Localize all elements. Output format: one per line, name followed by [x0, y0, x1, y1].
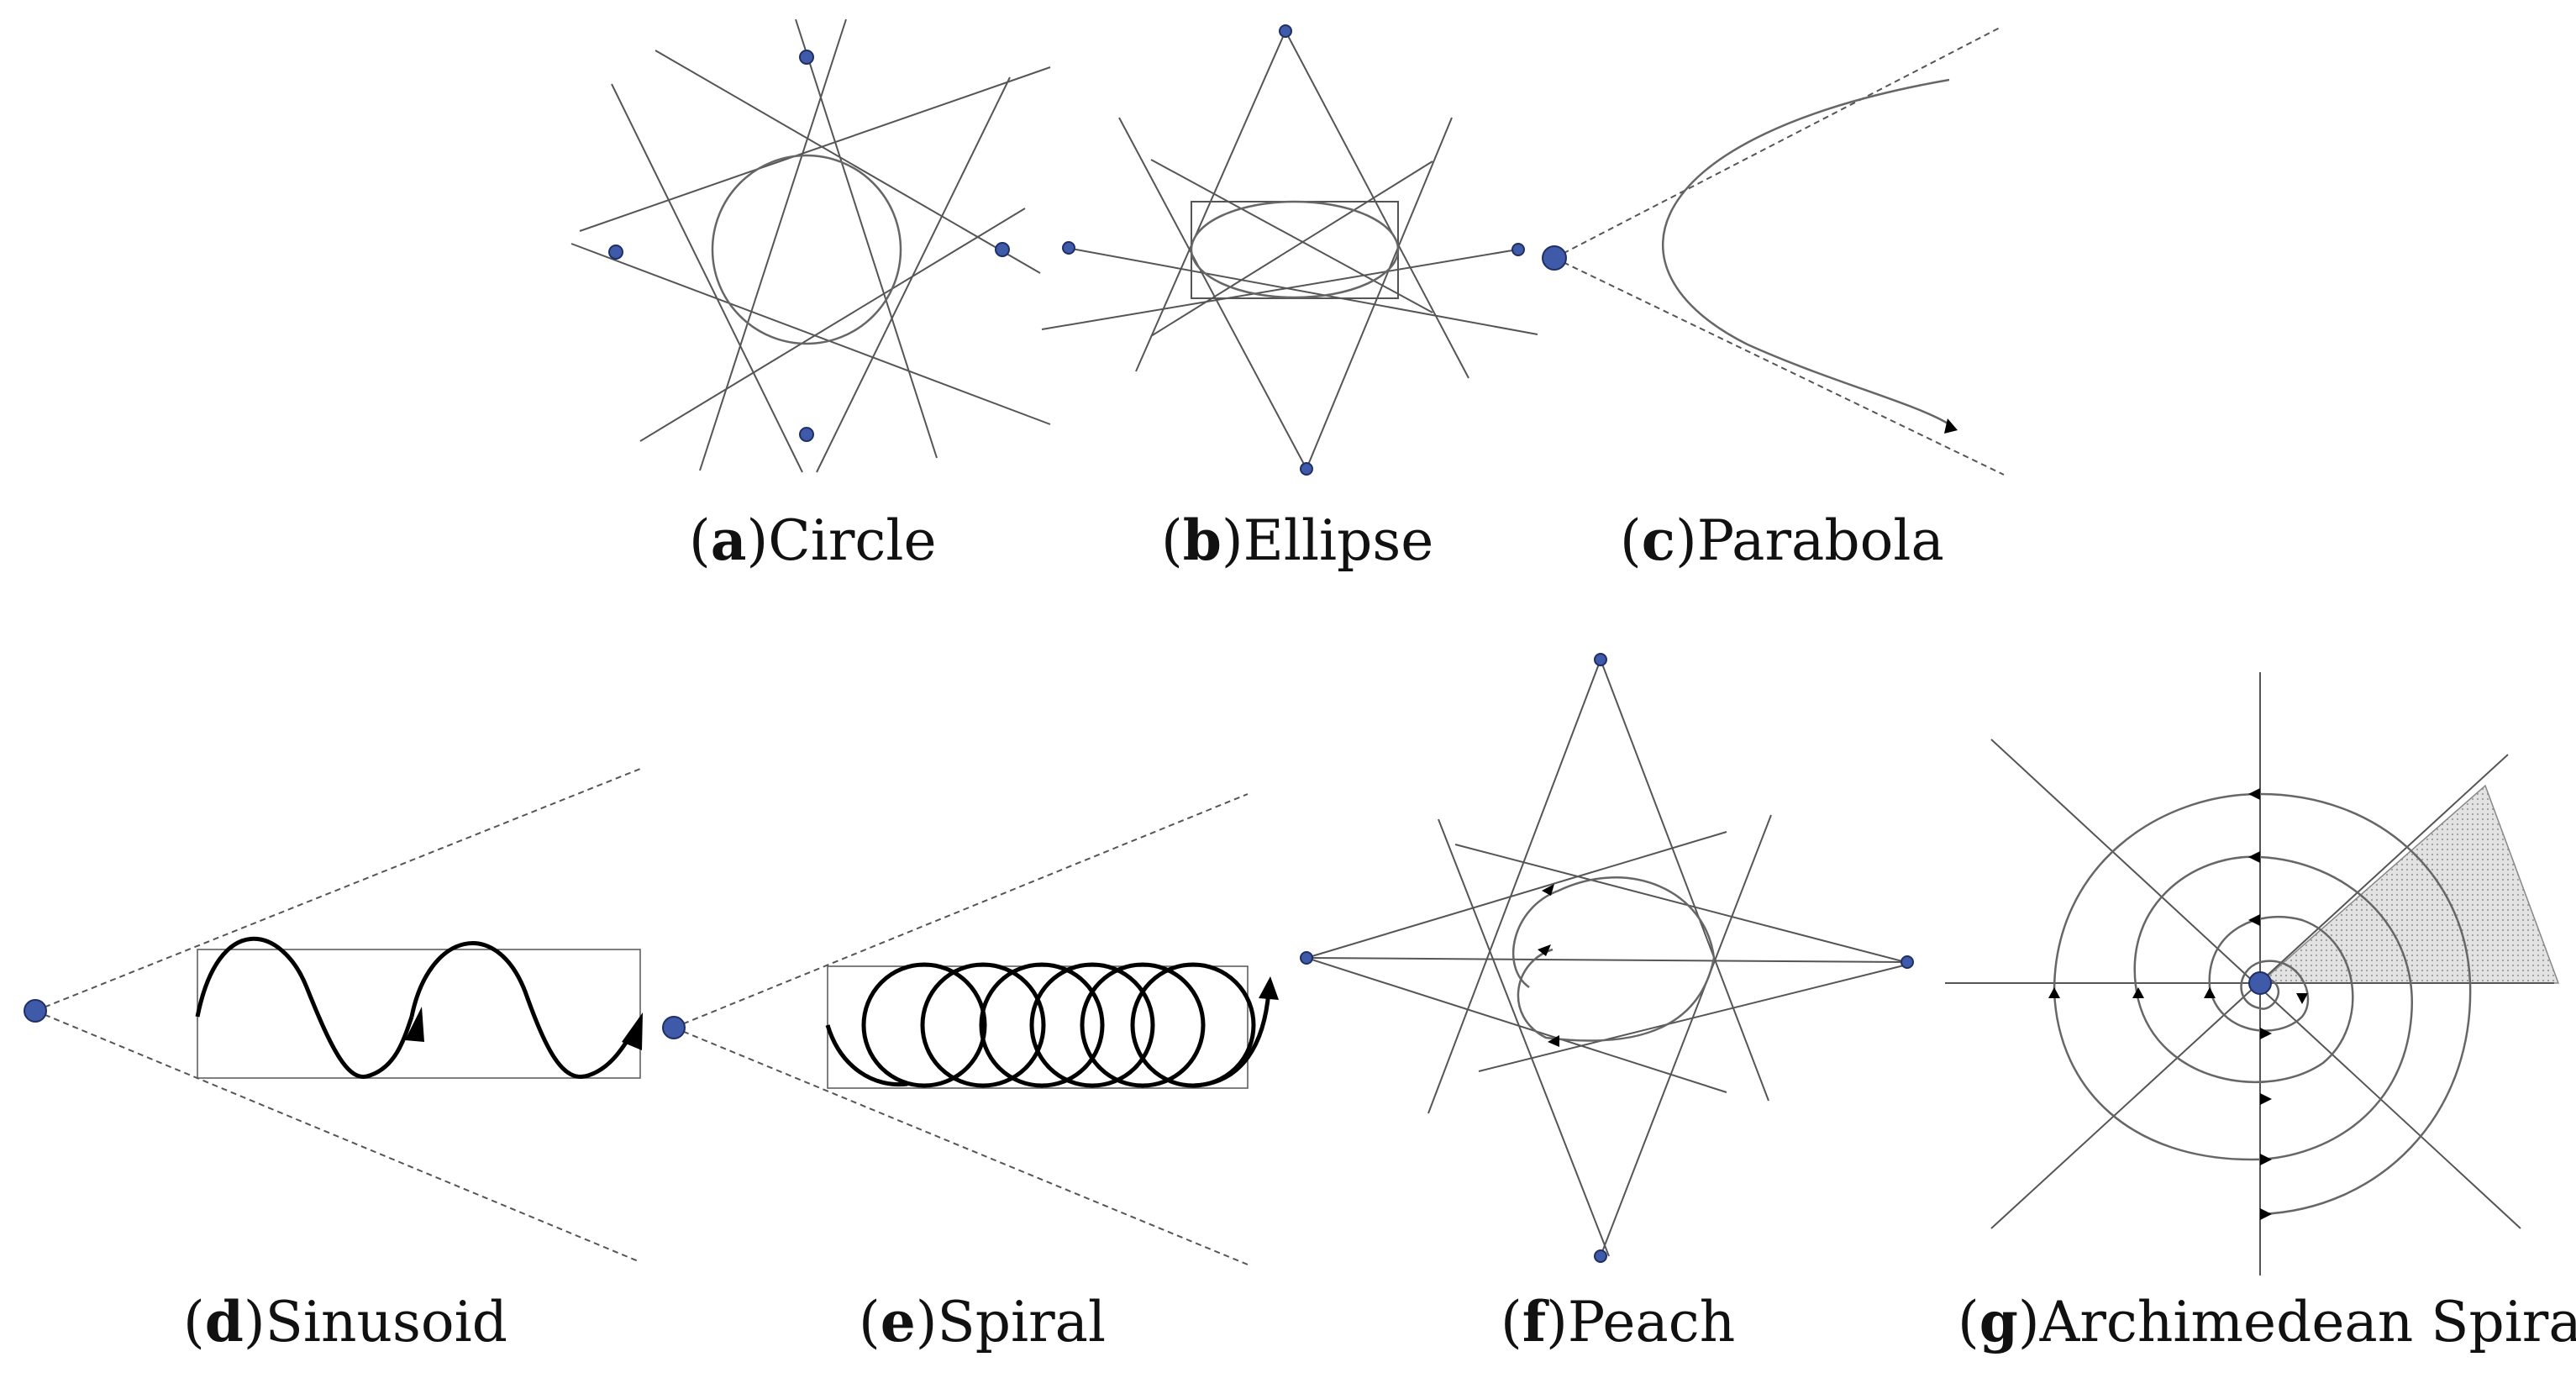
archimedean-arrow-icons: [2048, 788, 2308, 1220]
archimedean-shaded-sector: [2258, 784, 2560, 984]
caption-c: (c)Parabola: [1620, 508, 1944, 573]
sinusoid-arrow-icon-2: [622, 1012, 643, 1050]
spiral-node: [662, 1016, 686, 1039]
sinusoid-upper-boundary: [34, 768, 641, 1012]
circle-tangent-lines: [570, 18, 1051, 473]
circle-node-bottom: [799, 427, 814, 442]
ellipse-trajectory: [1190, 200, 1400, 299]
caption-a-label: a: [710, 508, 747, 573]
caption-d-label: d: [204, 1289, 244, 1354]
caption-c-name: Parabola: [1696, 508, 1944, 573]
caption-b-name: Ellipse: [1243, 508, 1434, 573]
caption-f-name: Peach: [1567, 1290, 1736, 1354]
parabola-node: [1542, 245, 1567, 271]
sinusoid-trajectory: [195, 936, 414, 1079]
caption-e: (e)Spiral: [859, 1289, 1107, 1354]
caption-d-name: Sinusoid: [265, 1290, 507, 1354]
caption-g: (g)Archimedean Spiral: [1958, 1294, 2576, 1350]
peach-arrow-icon-3: [1548, 1035, 1559, 1047]
caption-a: (a)Circle: [689, 508, 937, 573]
peach-trajectory: [1511, 876, 1716, 1042]
panel-archimedean-spiral: [1945, 672, 2560, 1275]
archimedean-spiral-trajectory: [2053, 792, 2472, 1216]
caption-g-label: g: [1979, 1289, 2018, 1354]
peach-arrow-icon-2: [1538, 944, 1551, 956]
caption-f-label: f: [1522, 1289, 1547, 1354]
circle-node-left: [608, 245, 623, 260]
panel-ellipse: [1041, 24, 1538, 476]
panel-sinusoid: [24, 768, 643, 1263]
sinusoid-lower-boundary: [34, 1010, 641, 1263]
sinusoid-node: [24, 999, 47, 1023]
caption-f: (f)Peach: [1501, 1289, 1736, 1354]
peach-node-bottom: [1594, 1249, 1607, 1263]
caption-g-name: Archimedean Spiral: [2039, 1290, 2576, 1354]
ellipse-tangent-lines: [1041, 30, 1538, 470]
circle-node-right: [995, 242, 1010, 257]
sinusoid-trajectory-second-period: [409, 941, 637, 1079]
ellipse-node-bottom: [1300, 462, 1313, 476]
spiral-upper-boundary: [673, 793, 1249, 1028]
caption-c-label: c: [1641, 508, 1675, 573]
parabola-lower-asymptote: [1553, 257, 2005, 476]
ellipse-node-top: [1279, 24, 1292, 38]
peach-arrow-icon-1: [1542, 884, 1554, 896]
panel-spiral: [662, 793, 1279, 1265]
caption-b: (b)Ellipse: [1161, 508, 1434, 573]
panel-parabola: [1542, 26, 2005, 476]
caption-e-label: e: [880, 1289, 916, 1354]
parabola-trajectory: [1662, 78, 1950, 426]
caption-d: (d)Sinusoid: [183, 1289, 507, 1354]
caption-a-name: Circle: [768, 508, 937, 573]
peach-node-right: [1900, 955, 1914, 969]
caption-e-name: Spiral: [937, 1290, 1107, 1354]
parabola-arrow-icon: [1944, 418, 1958, 434]
peach-node-left: [1300, 951, 1313, 965]
archimedean-center-node: [2248, 971, 2272, 995]
spiral-lower-boundary: [673, 1027, 1249, 1265]
ellipse-node-left: [1062, 241, 1075, 255]
caption-b-label: b: [1182, 508, 1222, 573]
peach-node-top: [1594, 653, 1607, 666]
panel-peach: [1300, 653, 1914, 1263]
peach-tangent-lines: [1306, 659, 1908, 1257]
spiral-trajectory: [825, 962, 1271, 1088]
spiral-arrow-icon: [1259, 976, 1279, 1000]
sinusoid-arrow-icon-1: [405, 1007, 424, 1042]
circle-trajectory: [711, 154, 902, 345]
panel-circle: [570, 18, 1051, 473]
ellipse-node-right: [1511, 243, 1525, 256]
parabola-upper-asymptote: [1553, 26, 2002, 259]
circle-node-top: [799, 50, 814, 65]
